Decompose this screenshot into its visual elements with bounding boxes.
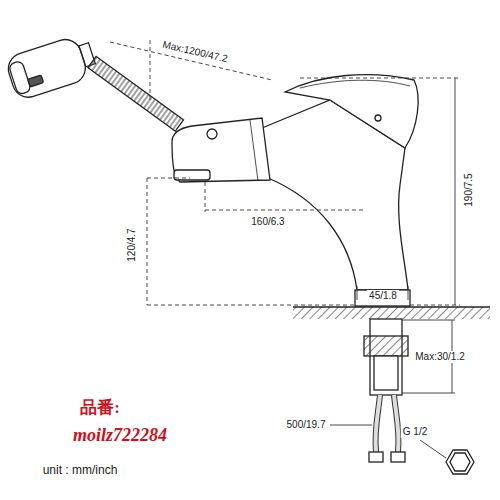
height-dimension: 190/7.5 <box>463 171 475 208</box>
part-number: moilz722284 <box>71 425 169 447</box>
dimension-lines <box>110 40 460 458</box>
base-diameter: 45/1.8 <box>367 290 399 302</box>
thread-size: G 1/2 <box>401 426 429 438</box>
deck-thickness: Max:30/1.2 <box>413 351 466 363</box>
faucet-outline <box>4 32 490 474</box>
spout-height: 120/4.7 <box>126 226 138 263</box>
reach-dimension: 160/6.3 <box>249 216 286 228</box>
unit-note: unit : mm/inch <box>41 463 120 477</box>
hose-length: 500/19.7 <box>285 419 328 431</box>
part-number-label: 品番: <box>78 398 122 418</box>
